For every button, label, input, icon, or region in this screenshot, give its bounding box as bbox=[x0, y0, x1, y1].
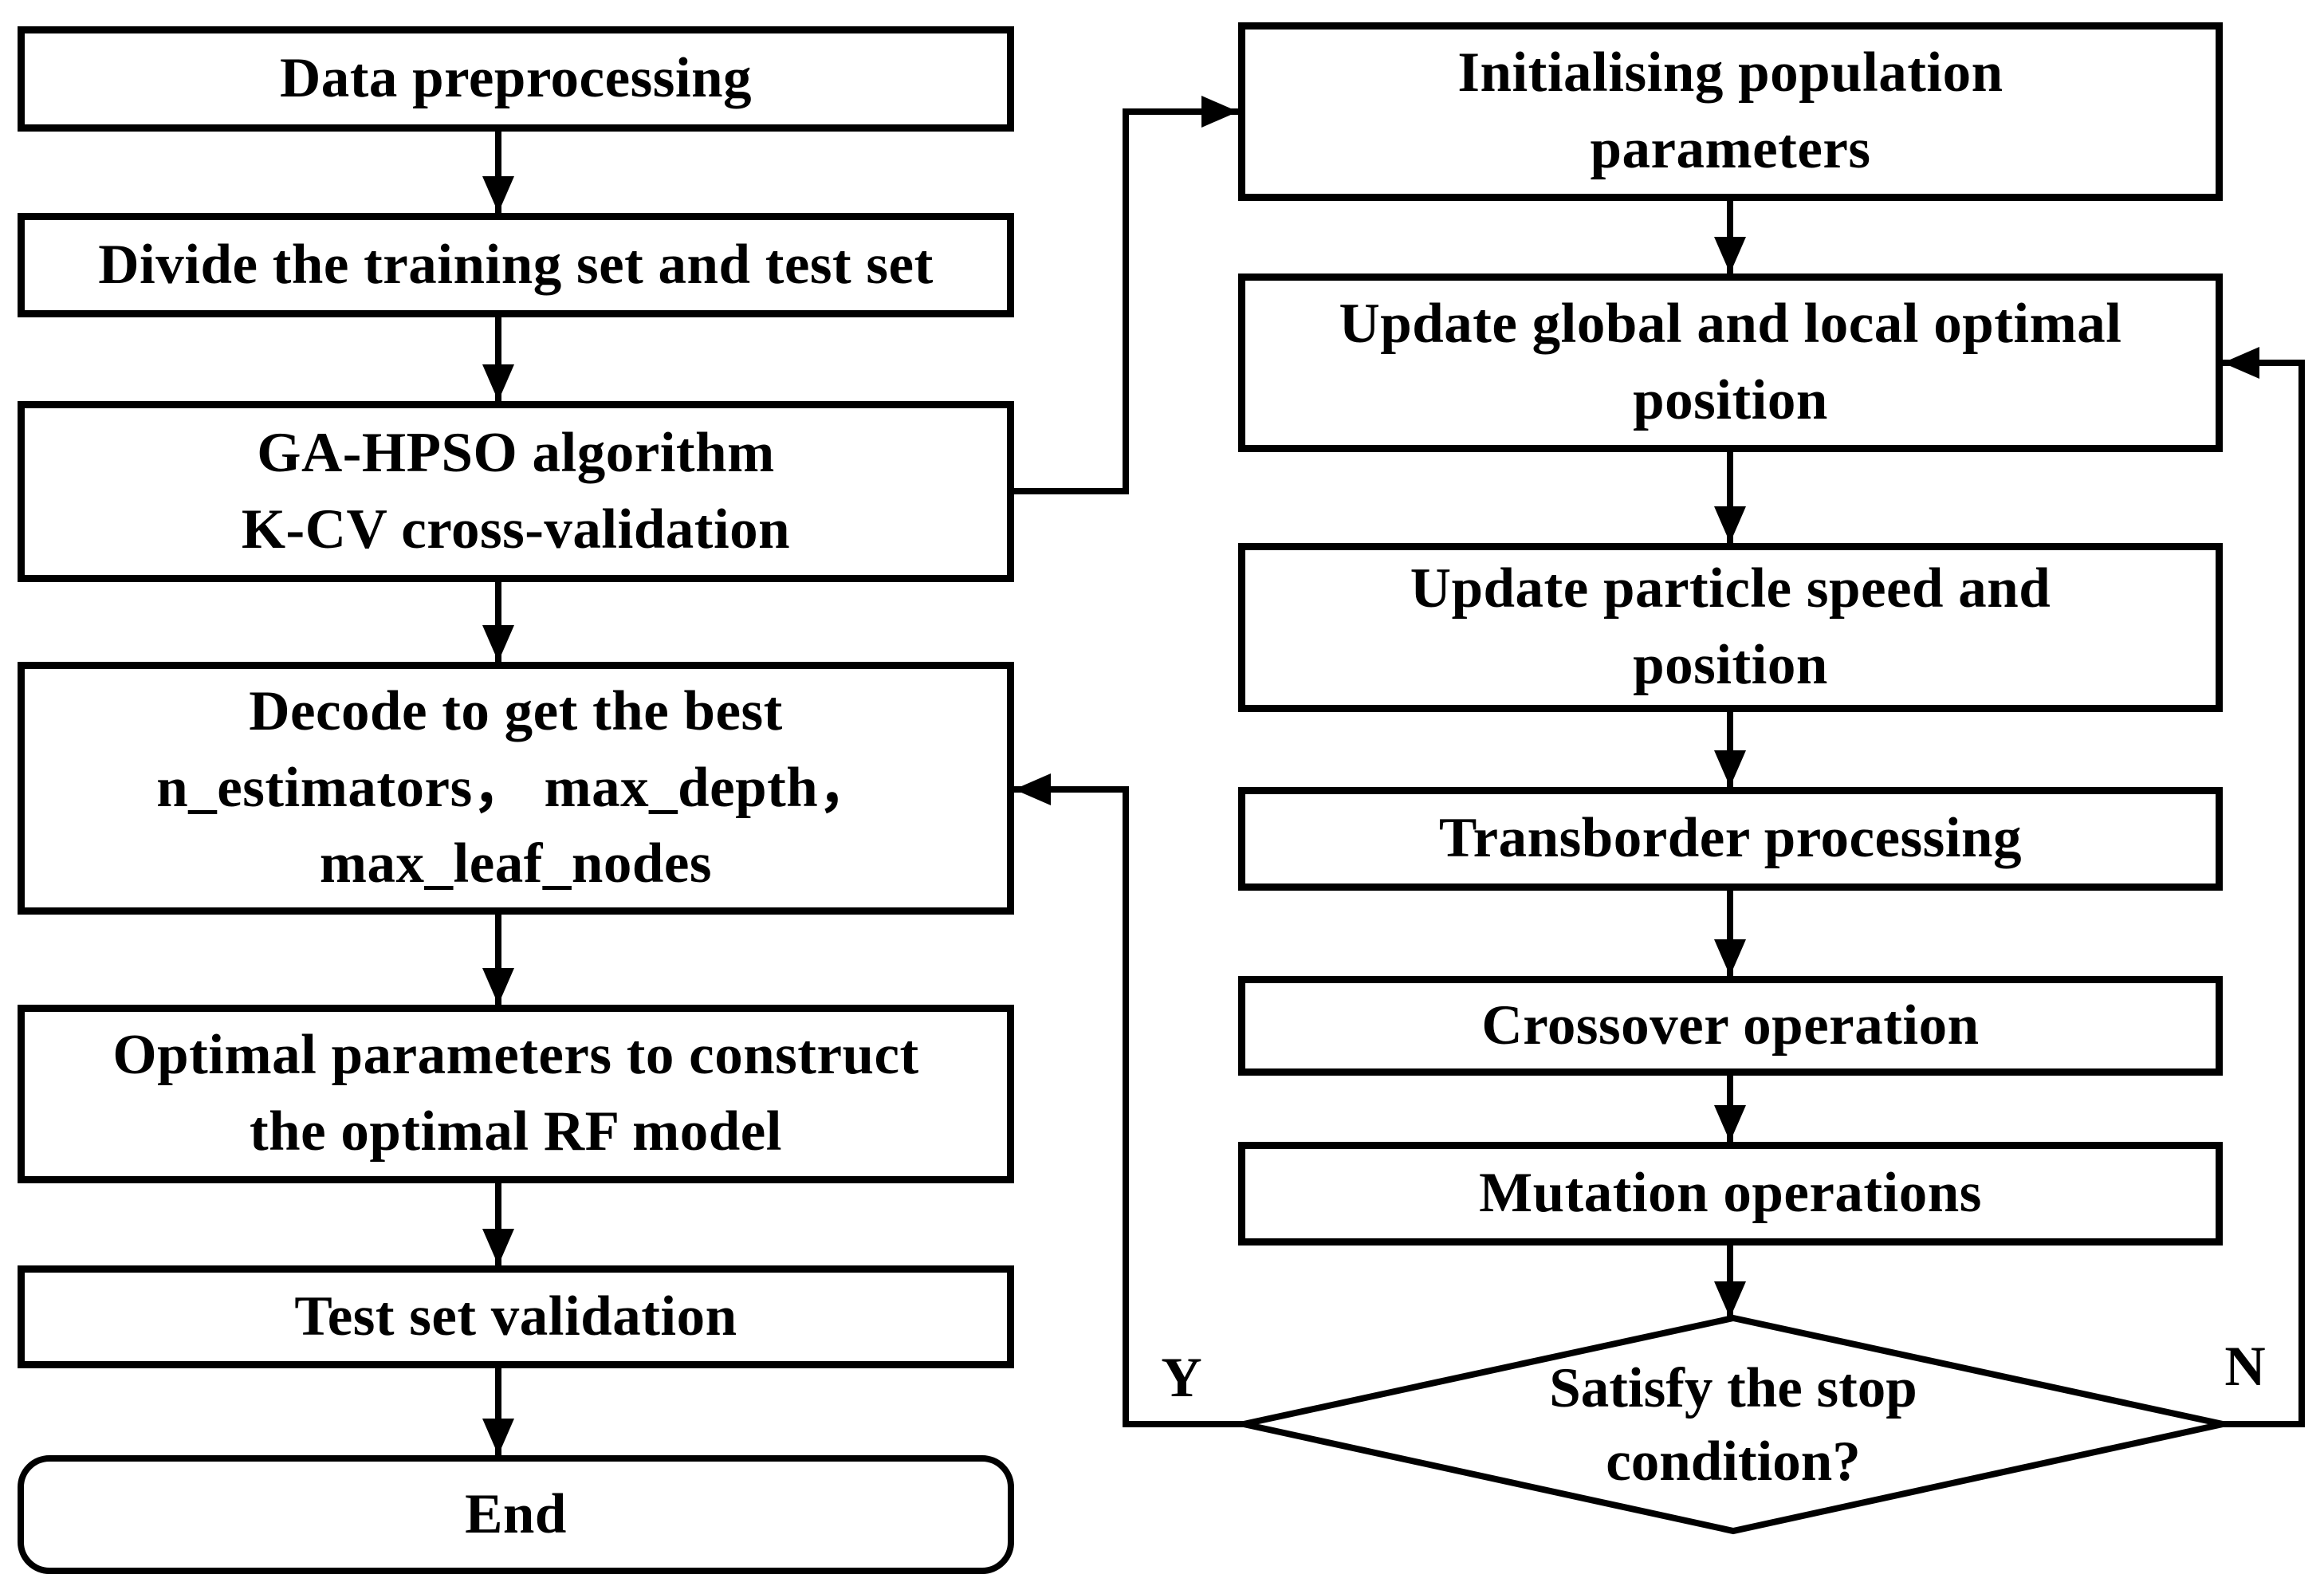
decision-diamond-shape bbox=[1243, 1314, 2224, 1535]
connector-decision-yes-to-decode bbox=[1014, 773, 1244, 1427]
decision-no-label: N bbox=[2224, 1335, 2266, 1398]
flow-node-init-population: Initialising population parameters bbox=[1238, 22, 2223, 201]
flow-node-ga-hpso-kcv: GA-HPSO algorithm K-CV cross-validation bbox=[18, 401, 1014, 582]
flow-node-end: End bbox=[18, 1455, 1014, 1574]
decision-diamond-label: Satisfy the stop condition? bbox=[1549, 1356, 1917, 1493]
flow-node-crossover: Crossover operation bbox=[1238, 976, 2223, 1076]
flow-node-decode-best-params: Decode to get the best n_estimators， max… bbox=[18, 662, 1014, 915]
flow-node-data-preprocessing: Data preprocessing bbox=[18, 26, 1014, 132]
flow-node-optimal-rf-model: Optimal parameters to construct the opti… bbox=[18, 1005, 1014, 1183]
flow-node-update-global-local: Update global and local optimal position bbox=[1238, 274, 2223, 452]
connector-decision-no-to-updateglobal bbox=[2223, 347, 2305, 1427]
flow-node-divide-train-test: Divide the training set and test set bbox=[18, 213, 1014, 317]
flow-node-transborder: Transborder processing bbox=[1238, 787, 2223, 891]
flow-node-mutation: Mutation operations bbox=[1238, 1142, 2223, 1246]
connector-gahpso-to-init bbox=[1014, 96, 1238, 494]
flow-node-test-set-validation: Test set validation bbox=[18, 1265, 1014, 1368]
decision-yes-label: Y bbox=[1161, 1346, 1202, 1409]
flow-node-update-particle: Update particle speed and position bbox=[1238, 543, 2223, 712]
